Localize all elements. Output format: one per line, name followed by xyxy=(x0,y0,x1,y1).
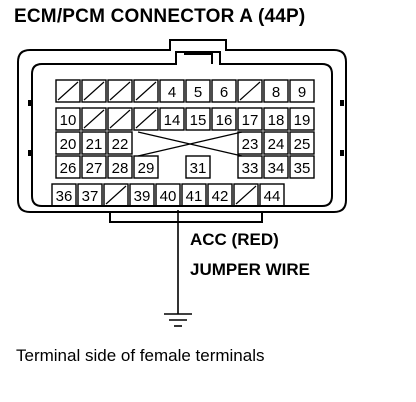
terminal-label-29: 29 xyxy=(138,160,155,177)
terminal-empty xyxy=(107,107,133,131)
terminal-label-20: 20 xyxy=(60,136,77,153)
diagram-caption: Terminal side of female terminals xyxy=(16,346,265,365)
terminal-41 xyxy=(181,183,207,207)
terminal-24 xyxy=(263,131,289,155)
terminal-33 xyxy=(237,155,263,179)
terminal-label-40: 40 xyxy=(160,188,177,205)
terminal-empty xyxy=(81,107,107,131)
terminal-25 xyxy=(289,131,315,155)
terminal-16 xyxy=(211,107,237,131)
terminal-label-8: 8 xyxy=(272,84,280,101)
terminal-label-42: 42 xyxy=(212,188,229,205)
terminal-8 xyxy=(263,79,289,103)
terminal-15 xyxy=(185,107,211,131)
terminal-label-16: 16 xyxy=(216,112,233,129)
terminal-34 xyxy=(263,155,289,179)
terminal-21 xyxy=(81,131,107,155)
terminal-label-24: 24 xyxy=(268,136,285,153)
terminal-31 xyxy=(185,155,211,179)
terminal-23 xyxy=(237,131,263,155)
terminal-27 xyxy=(81,155,107,179)
empty-cavity-slash xyxy=(109,81,131,101)
empty-cavity-slash xyxy=(105,185,127,205)
blocked-center-cavity xyxy=(137,131,243,157)
terminal-6 xyxy=(211,79,237,103)
terminal-empty xyxy=(237,79,263,103)
terminal-label-39: 39 xyxy=(134,188,151,205)
terminal-18 xyxy=(263,107,289,131)
terminal-label-28: 28 xyxy=(112,160,129,177)
terminal-label-5: 5 xyxy=(194,84,202,101)
terminal-label-22: 22 xyxy=(112,136,129,153)
terminal-label-6: 6 xyxy=(220,84,228,101)
terminal-40 xyxy=(155,183,181,207)
terminal-empty xyxy=(103,183,129,207)
terminal-4 xyxy=(159,79,185,103)
terminal-28 xyxy=(107,155,133,179)
empty-cavity-slash xyxy=(83,109,105,129)
terminal-label-14: 14 xyxy=(164,112,181,129)
terminal-5 xyxy=(185,79,211,103)
terminal-20 xyxy=(55,131,81,155)
terminal-empty xyxy=(133,79,159,103)
terminal-label-25: 25 xyxy=(294,136,311,153)
terminal-17 xyxy=(237,107,263,131)
empty-cavity-slash xyxy=(235,185,257,205)
terminal-42 xyxy=(207,183,233,207)
terminal-10 xyxy=(55,107,81,131)
terminal-label-37: 37 xyxy=(82,188,99,205)
terminal-empty xyxy=(107,79,133,103)
terminal-label-17: 17 xyxy=(242,112,259,129)
terminal-37 xyxy=(77,183,103,207)
terminal-label-33: 33 xyxy=(242,160,259,177)
terminal-empty xyxy=(133,107,159,131)
wire-color-label: ACC (RED) xyxy=(190,230,279,249)
terminal-label-27: 27 xyxy=(86,160,103,177)
terminal-label-36: 36 xyxy=(56,188,73,205)
terminal-26 xyxy=(55,155,81,179)
terminal-label-21: 21 xyxy=(86,136,103,153)
empty-cavity-slash xyxy=(109,109,131,129)
terminal-35 xyxy=(289,155,315,179)
connector-housing xyxy=(17,39,347,223)
terminal-label-44: 44 xyxy=(264,188,281,205)
empty-cavity-slash xyxy=(239,81,261,101)
terminal-empty xyxy=(55,79,81,103)
terminal-label-26: 26 xyxy=(60,160,77,177)
terminal-label-19: 19 xyxy=(294,112,311,129)
terminal-label-4: 4 xyxy=(168,84,176,101)
terminal-empty xyxy=(81,79,107,103)
terminal-29 xyxy=(133,155,159,179)
terminal-39 xyxy=(129,183,155,207)
terminal-36 xyxy=(51,183,77,207)
terminal-label-15: 15 xyxy=(190,112,207,129)
terminal-14 xyxy=(159,107,185,131)
empty-cavity-slash xyxy=(57,81,79,101)
ground-symbol-icon xyxy=(164,313,192,327)
terminal-grid: 4 5 6 8 9 10 14 15 16 17 18 19 20 21 22 23 24 25 26 27 28 29 3… xyxy=(51,79,315,207)
terminal-22 xyxy=(107,131,133,155)
terminal-label-34: 34 xyxy=(268,160,285,177)
terminal-label-23: 23 xyxy=(242,136,259,153)
empty-cavity-slash xyxy=(135,81,157,101)
terminal-label-35: 35 xyxy=(294,160,311,177)
terminal-label-18: 18 xyxy=(268,112,285,129)
terminal-label-10: 10 xyxy=(60,112,77,129)
terminal-19 xyxy=(289,107,315,131)
terminal-44 xyxy=(259,183,285,207)
diagram-title: ECM/PCM CONNECTOR A (44P) xyxy=(14,6,306,27)
jumper-wire-label: JUMPER WIRE xyxy=(190,260,310,279)
terminal-9 xyxy=(289,79,315,103)
terminal-label-31: 31 xyxy=(190,160,207,177)
empty-cavity-slash xyxy=(135,109,157,129)
terminal-label-9: 9 xyxy=(298,84,306,101)
side-latches xyxy=(28,100,344,156)
terminal-label-41: 41 xyxy=(186,188,203,205)
empty-cavity-slash xyxy=(83,81,105,101)
terminal-empty xyxy=(233,183,259,207)
